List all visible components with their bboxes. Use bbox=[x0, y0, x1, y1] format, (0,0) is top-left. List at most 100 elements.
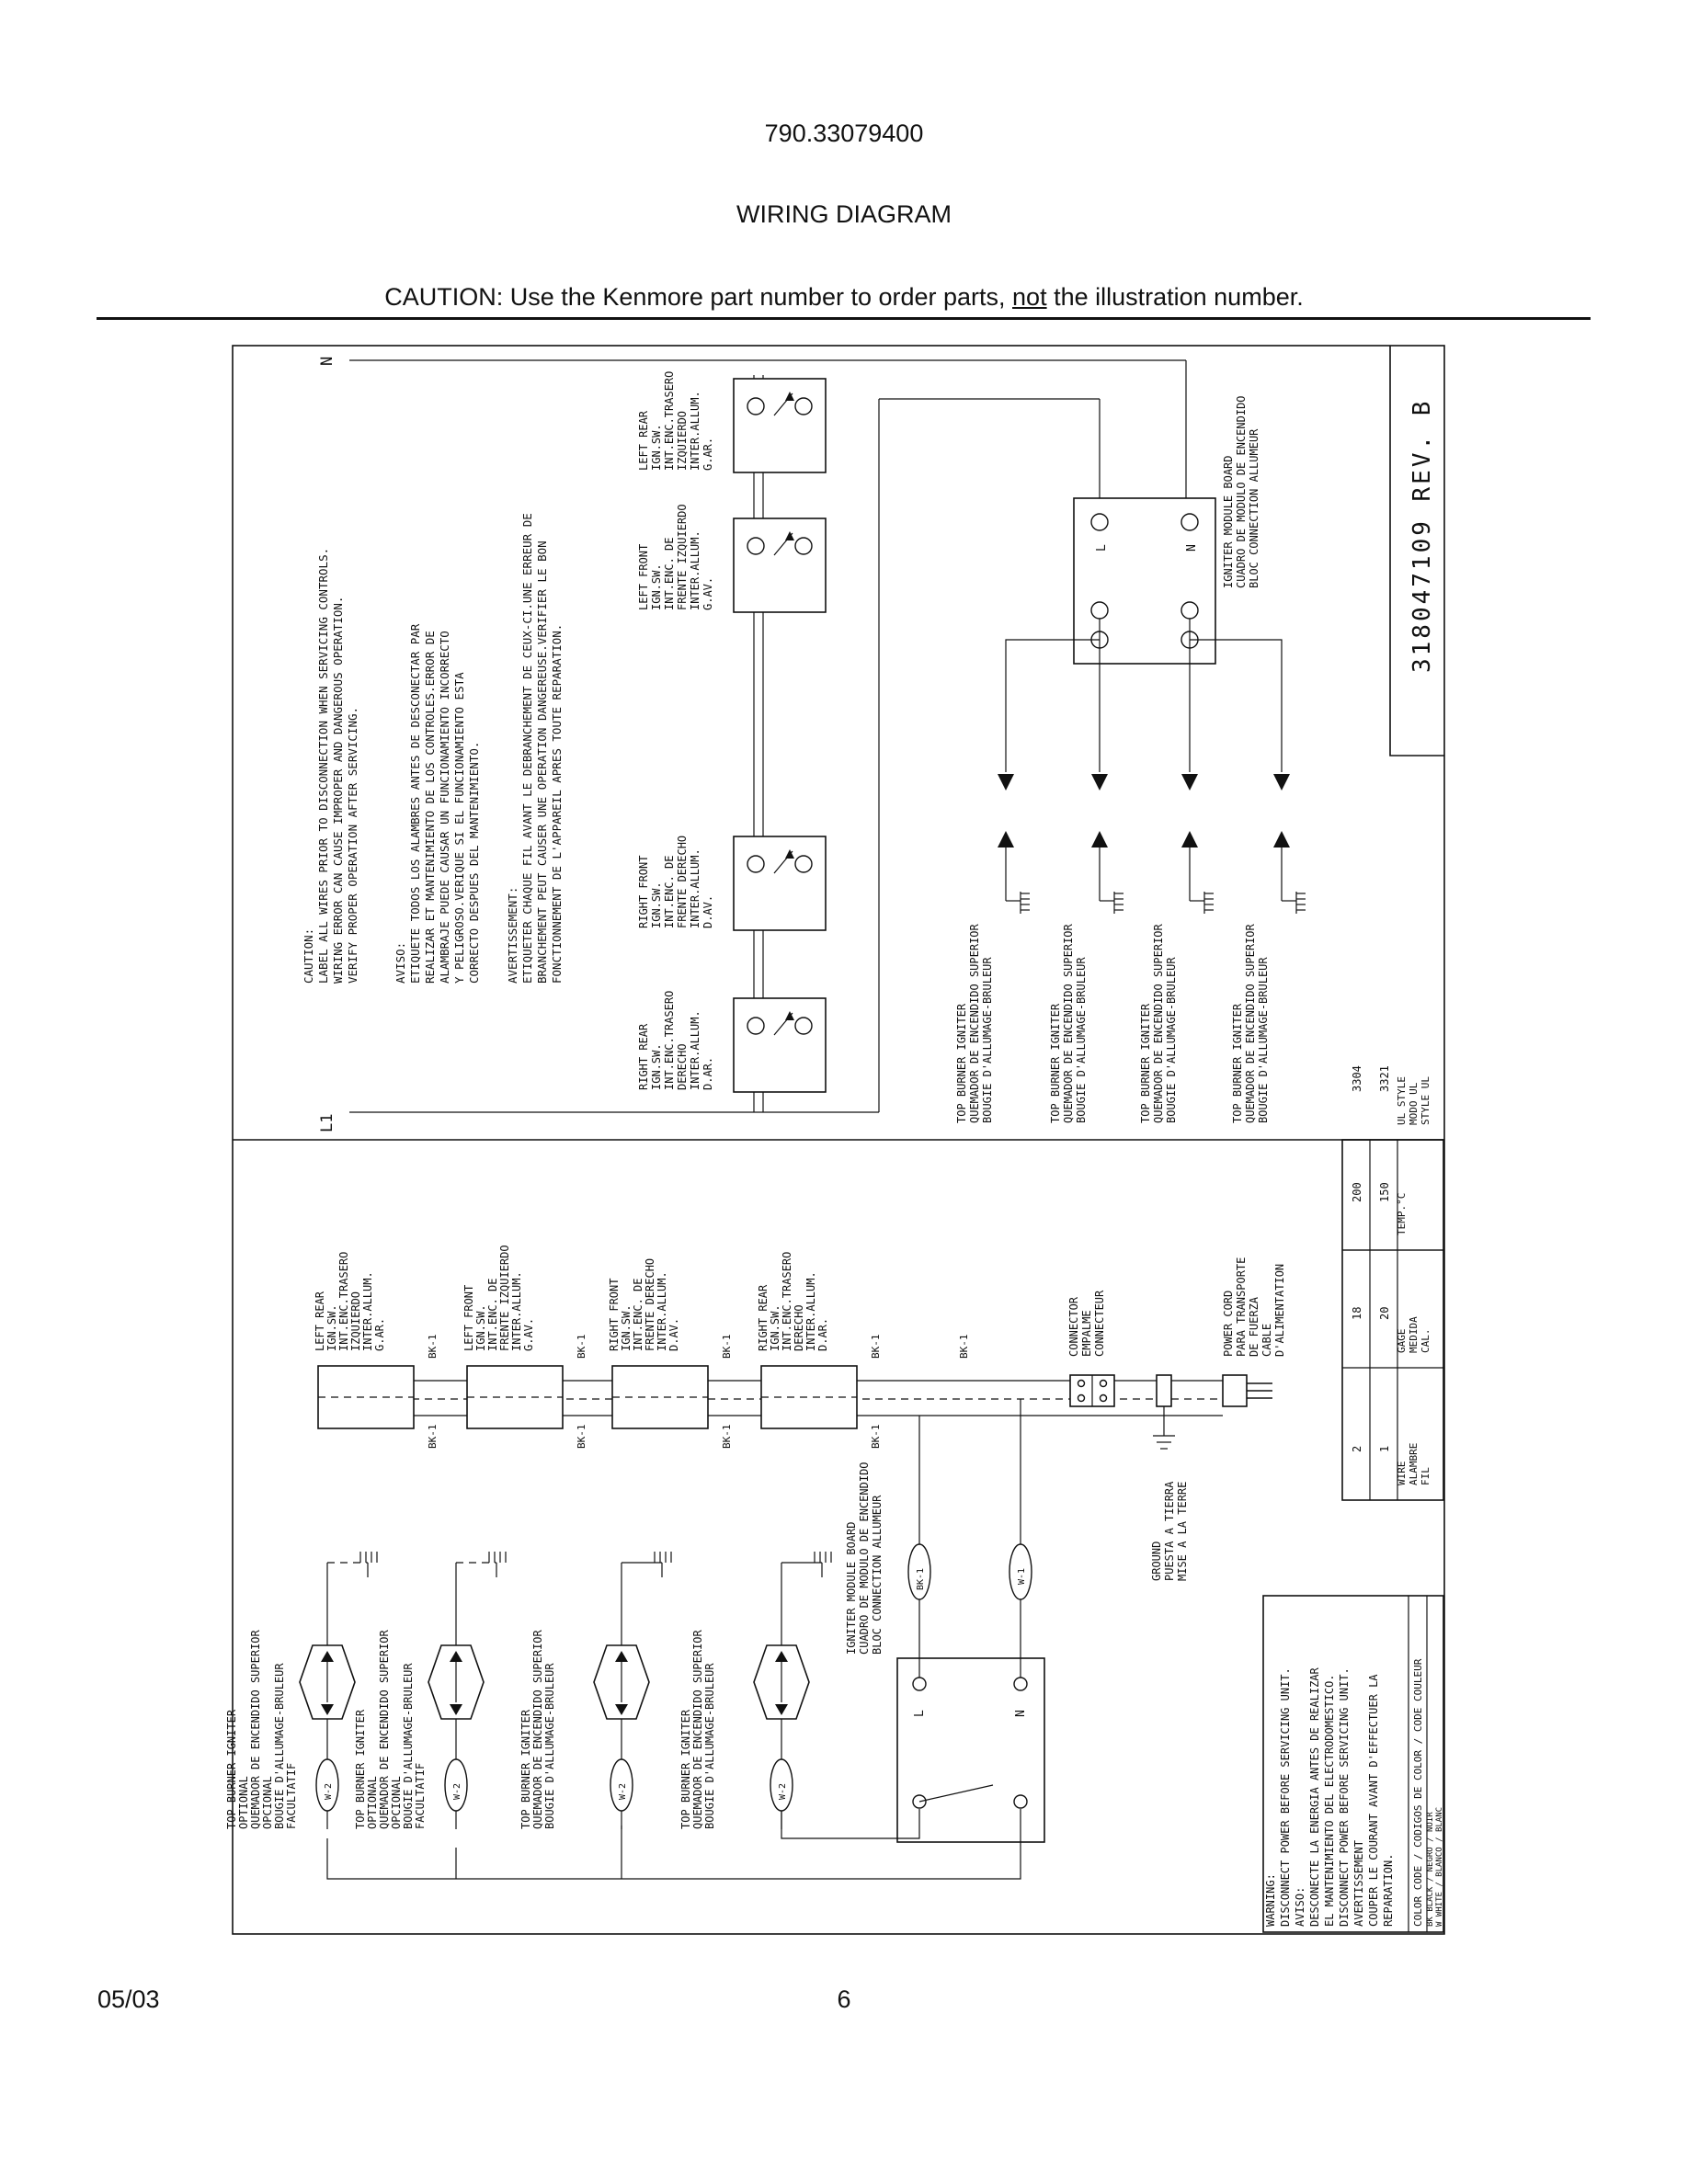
upper-switch-label-line: IGN.SW. bbox=[650, 563, 663, 610]
part-number: 318047109 REV. B bbox=[1409, 399, 1436, 673]
lower-igniter-label-line: BOUGIE D'ALLUMAGE-BRULEUR bbox=[402, 1663, 415, 1829]
table-value: 1 bbox=[1378, 1446, 1391, 1452]
lower-igniter-label-line: FACULTATIF bbox=[285, 1763, 298, 1829]
caution-not: not bbox=[1012, 283, 1047, 311]
caution-line: VERIFY PROPER OPERATION AFTER SERVICING. bbox=[346, 707, 359, 984]
switch-box bbox=[733, 378, 827, 473]
lower-igniter-label-line: OPCIONAL bbox=[390, 1776, 403, 1829]
upper-igniter-label-line: TOP BURNER IGNITER bbox=[955, 1003, 968, 1123]
switch-terminal bbox=[747, 397, 765, 415]
lower-igniter-label-line: QUEMADOR DE ENCENDIDO SUPERIOR bbox=[378, 1629, 391, 1829]
lower-igniter-label-line: TOP BURNER IGNITER bbox=[225, 1709, 238, 1829]
lower-switch-label-line: INT.ENC. DE bbox=[486, 1279, 499, 1351]
upper-switch-label-line: FRENTE IZQUIERDO bbox=[676, 504, 689, 610]
power-cord-label-line: POWER CORD bbox=[1222, 1291, 1235, 1357]
upper-switch-label-line: FRENTE DERECHO bbox=[676, 836, 689, 928]
wire-bubble-label: W-2 bbox=[324, 1783, 334, 1800]
aviso-line: CORRECTO DESPUES DEL MANTENIMIENTO. bbox=[467, 742, 481, 984]
wire-label-bk1: BK-1 bbox=[870, 1425, 882, 1450]
lower-igniter-label-line: OPTIONAL bbox=[366, 1776, 379, 1829]
aviso-line: Y PELIGROSO.VERIQUE SI EL FUNCIONAMIENTO… bbox=[452, 672, 466, 984]
table-header-line: STYLE UL bbox=[1420, 1076, 1431, 1125]
lower-igniter-label-line: BOUGIE D'ALLUMAGE-BRULEUR bbox=[543, 1663, 556, 1829]
footer-date: 05/03 bbox=[97, 1985, 160, 2013]
lower-switch-label-line: RIGHT REAR bbox=[757, 1284, 770, 1351]
warning-line: REPARATION. bbox=[1382, 1854, 1395, 1927]
aviso-line: ALAMBRAJE PUEDE CAUSAR UN FUNCIONAMIENTO… bbox=[438, 631, 451, 984]
lower-switch-label-line: G.AV. bbox=[522, 1318, 535, 1351]
part-number-box bbox=[1389, 346, 1444, 756]
lower-switch-label-line: DERECHO bbox=[793, 1304, 805, 1351]
lower-igniter-label-line: BOUGIE D'ALLUMAGE-BRULEUR bbox=[273, 1663, 286, 1829]
table-header-line: MODO UL bbox=[1408, 1082, 1420, 1125]
power-plug bbox=[1222, 1374, 1248, 1407]
upper-igniter-label-line: TOP BURNER IGNITER bbox=[1231, 1003, 1244, 1123]
wire-bubble-label: W-2 bbox=[452, 1783, 462, 1800]
igniter-arrow-up bbox=[1273, 831, 1290, 847]
lower-switch-label-line: INT.ENC. DE bbox=[632, 1279, 644, 1351]
lower-wire-labels: BK-1BK-1BK-1BK-1BK-1BK-1BK-1BK-1BK-1 bbox=[427, 1335, 970, 1450]
upper-switch-label-line: INT.ENC. DE bbox=[663, 538, 676, 610]
color-code-entry: BK BLACK / NEGRO / NOIR bbox=[1426, 1812, 1435, 1927]
lower-switch-label-line: INTER.ALLUM. bbox=[510, 1271, 523, 1351]
upper-module-label-line: IGNITER MODULE BOARD bbox=[1222, 456, 1235, 589]
upper-switch-label-line: INT.ENC.TRASERO bbox=[663, 371, 676, 471]
output-arrow-down bbox=[1181, 774, 1198, 791]
warning-box bbox=[1262, 1595, 1444, 1933]
igniter-arrow bbox=[450, 1704, 462, 1715]
upper-module-l: L bbox=[1095, 544, 1109, 552]
color-code-title: COLOR CODE / CODIGOS DE COLOR / CODE COU… bbox=[1412, 1658, 1424, 1927]
caution-line: CAUTION: bbox=[302, 928, 315, 984]
warning-line: DISCONNECT POWER BEFORE SERVICING UNIT. bbox=[1338, 1667, 1351, 1927]
lower-switch-label-line: FRENTE DERECHO bbox=[644, 1258, 656, 1351]
ground-label-line: PUESTA A TIERRA bbox=[1163, 1481, 1176, 1581]
igniter-arrow bbox=[615, 1704, 628, 1715]
igniter-arrow bbox=[450, 1651, 462, 1662]
upper-switch-label-line: DERECHO bbox=[676, 1043, 689, 1090]
page-title: WIRING DIAGRAM bbox=[736, 200, 952, 228]
switch-terminal bbox=[794, 537, 813, 555]
igniter-arrow-up bbox=[998, 831, 1014, 847]
upper-switch-label-line: RIGHT REAR bbox=[637, 1023, 650, 1090]
lower-igniter-label-line: QUEMADOR DE ENCENDIDO SUPERIOR bbox=[249, 1629, 262, 1829]
igniter-arrow bbox=[321, 1704, 334, 1715]
warning-line: COUPER LE COURANT AVANT D'EFFECTUER LA bbox=[1367, 1674, 1380, 1927]
upper-switch-label-line: LEFT FRONT bbox=[637, 544, 650, 610]
connector-label-line: EMPALME bbox=[1080, 1310, 1093, 1357]
wire-bubble-bk1 bbox=[907, 1543, 931, 1600]
lower-igniter-label-line: TOP BURNER IGNITER bbox=[679, 1709, 692, 1829]
lower-module-label-line: CUADRO DE MODULO DE ENCENDIDO bbox=[858, 1462, 871, 1655]
caution-prefix: CAUTION: Use the Kenmore part number to … bbox=[384, 283, 1013, 311]
upper-module-label-line: BLOC CONNECTION ALLUMEUR bbox=[1248, 428, 1260, 588]
output-arrow-down bbox=[1273, 774, 1290, 791]
wire-label-bk1: BK-1 bbox=[870, 1335, 882, 1359]
igniter-arrow bbox=[775, 1704, 788, 1715]
switch-terminal bbox=[794, 855, 813, 873]
upper-switch-label-line: IGN.SW. bbox=[650, 1043, 663, 1090]
lower-switch-label-line: D.AR. bbox=[816, 1318, 829, 1351]
table-header-line: FIL bbox=[1420, 1467, 1431, 1485]
footer-page-number: 6 bbox=[837, 1985, 851, 2013]
ground-label-line: GROUND bbox=[1150, 1541, 1163, 1581]
avertissement-line: ETIQUETER CHAQUE FIL AVANT LE DEBRANCHEM… bbox=[520, 513, 534, 984]
lower-switch-label-line: IGN.SW. bbox=[325, 1304, 338, 1351]
output-arrow-down bbox=[998, 774, 1014, 791]
neutral-label: N bbox=[318, 357, 336, 366]
warning-line: AVERTISSEMENT bbox=[1352, 1840, 1365, 1927]
warning-text-block: WARNING:DISCONNECT POWER BEFORE SERVICIN… bbox=[1264, 1658, 1444, 1927]
switch-terminal bbox=[747, 537, 765, 555]
upper-switch-label-line: IGN.SW. bbox=[650, 882, 663, 928]
table-value: 150 bbox=[1378, 1182, 1391, 1202]
lower-igniter-label-line: TOP BURNER IGNITER bbox=[519, 1709, 532, 1829]
upper-igniter-label-line: BOUGIE D'ALLUMAGE-BRULEUR bbox=[981, 957, 994, 1123]
lower-module-label-line: BLOC CONNECTION ALLUMEUR bbox=[871, 1495, 884, 1655]
upper-switch-label-line: G.AR. bbox=[701, 438, 714, 471]
caution-line: WIRING ERROR CAN CAUSE IMPROPER AND DANG… bbox=[331, 597, 345, 984]
output-wire bbox=[1005, 639, 1100, 772]
upper-module-label-line: CUADRO DE MODULO DE ENCENDIDO bbox=[1235, 395, 1248, 588]
wire-label-bk1: BK-1 bbox=[721, 1335, 733, 1359]
warning-line: DISCONNECT POWER BEFORE SERVICING UNIT. bbox=[1279, 1667, 1292, 1927]
